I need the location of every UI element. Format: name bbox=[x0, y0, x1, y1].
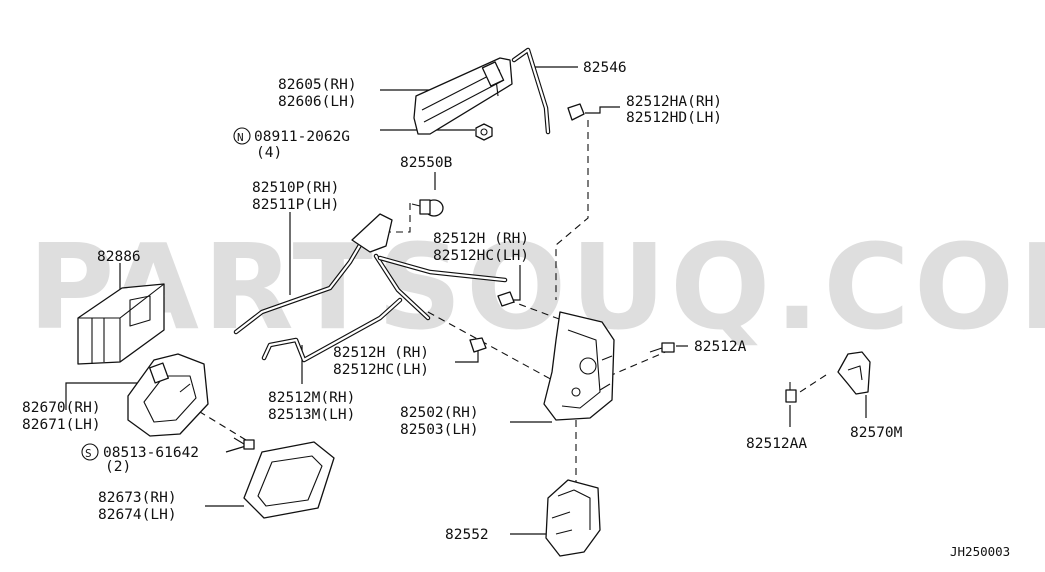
label-82512AA: 82512AA bbox=[746, 436, 807, 452]
label-82886: 82886 bbox=[97, 249, 141, 265]
label-82502: 82502(RH) bbox=[400, 405, 479, 421]
label-82671: 82671(LH) bbox=[22, 417, 101, 433]
knob-82550B bbox=[411, 199, 444, 217]
escutcheon-part bbox=[243, 441, 335, 519]
door-lock-assembly bbox=[543, 311, 615, 421]
label-08911-qty: (4) bbox=[256, 145, 282, 161]
nut-08911 bbox=[475, 123, 493, 141]
label-82510P: 82510P(RH) bbox=[252, 180, 339, 196]
label-82513M: 82513M(LH) bbox=[268, 407, 355, 423]
striker-82570M bbox=[837, 351, 871, 395]
label-82605: 82605(RH) bbox=[278, 77, 357, 93]
label-82511P: 82511P(LH) bbox=[252, 197, 339, 213]
leader-lines bbox=[65, 66, 867, 535]
label-08513: 08513-61642 bbox=[103, 445, 199, 461]
clip-82512H-lower bbox=[469, 337, 487, 353]
diagram-code: JH250003 bbox=[950, 544, 1010, 559]
inside-handle-part bbox=[127, 353, 209, 437]
screw-08513 bbox=[233, 437, 255, 450]
label-82512HC-b: 82512HC(LH) bbox=[333, 362, 429, 378]
label-82512HD: 82512HD(LH) bbox=[626, 110, 722, 126]
label-82674: 82674(LH) bbox=[98, 507, 177, 523]
label-82606: 82606(LH) bbox=[278, 94, 357, 110]
watermark-text: PARTSOUQ.COM bbox=[28, 218, 1045, 356]
clip-82512H-upper bbox=[497, 291, 515, 307]
clip-82512HA bbox=[567, 103, 585, 121]
label-82546: 82546 bbox=[583, 60, 627, 76]
s-marker-icon bbox=[81, 443, 99, 461]
n-marker-icon bbox=[233, 127, 251, 145]
rod-82510P bbox=[233, 213, 508, 335]
label-n-mark: N bbox=[237, 131, 244, 144]
bolt-82512AA bbox=[785, 382, 797, 403]
label-82512A: 82512A bbox=[694, 339, 747, 355]
label-82512M: 82512M(RH) bbox=[268, 390, 355, 406]
label-82512HC-a: 82512HC(LH) bbox=[433, 248, 529, 264]
label-82550B: 82550B bbox=[400, 155, 453, 171]
label-82670: 82670(RH) bbox=[22, 400, 101, 416]
label-08513-qty: (2) bbox=[105, 459, 131, 475]
cover-82552 bbox=[545, 479, 601, 557]
label-82503: 82503(LH) bbox=[400, 422, 479, 438]
label-s-mark: S bbox=[85, 447, 92, 460]
outside-handle-part bbox=[413, 57, 513, 135]
label-82512H-b: 82512H (RH) bbox=[333, 345, 429, 361]
label-82673: 82673(RH) bbox=[98, 490, 177, 506]
pad-82886 bbox=[77, 283, 165, 365]
label-82570M: 82570M bbox=[850, 425, 903, 441]
label-82512H-a: 82512H (RH) bbox=[433, 231, 529, 247]
rod-82512M bbox=[261, 297, 403, 363]
label-08911: 08911-2062G bbox=[254, 129, 350, 145]
part-labels: 82546 82605(RH) 82606(LH) 82512HA(RH) 82… bbox=[22, 60, 1010, 559]
rod-82546 bbox=[511, 47, 551, 135]
label-82552: 82552 bbox=[445, 527, 489, 543]
bolt-82512A bbox=[649, 342, 675, 353]
label-82512HA: 82512HA(RH) bbox=[626, 94, 722, 110]
